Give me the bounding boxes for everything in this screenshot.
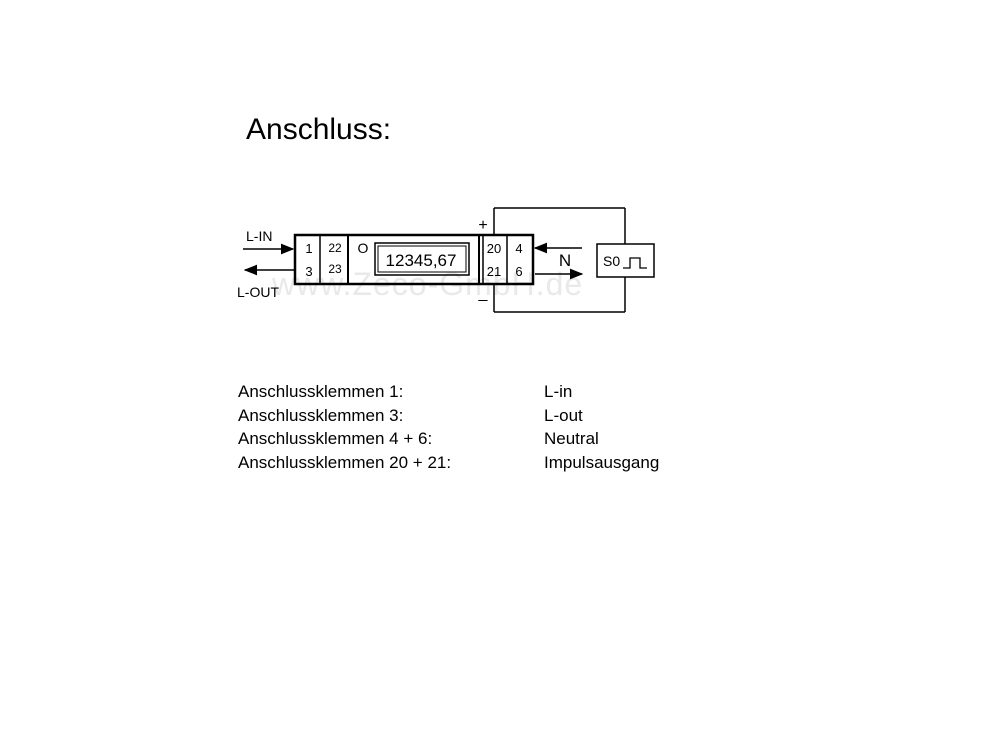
s0-label: S0 (603, 253, 620, 269)
legend-term: Anschlussklemmen 3: (238, 405, 404, 425)
legend-value: Neutral (544, 429, 599, 448)
terminal-6: 6 (515, 264, 522, 279)
terminal-20: 20 (487, 241, 501, 256)
minus-sign: _ (478, 285, 489, 302)
legend-value: L-out (544, 405, 583, 425)
display-frame (374, 242, 470, 276)
legend-term: Anschlussklemmen 4 + 6: (238, 429, 433, 448)
display-inner (377, 245, 467, 273)
legend-value: Impulsausgang (544, 452, 660, 472)
legend-term: Anschlussklemmen 20 + 21: (238, 452, 452, 472)
meter-body (293, 233, 535, 286)
terminal-4: 4 (515, 241, 522, 256)
page-title: Anschluss: (246, 113, 392, 146)
terminal-3: 3 (305, 264, 312, 279)
display-value: 12345,67 (386, 251, 457, 270)
l-in-label: L-IN (246, 228, 272, 244)
indicator-led: O (358, 240, 369, 256)
terminal-22: 22 (328, 241, 342, 255)
terminal-21: 21 (487, 264, 501, 279)
terminal-1: 1 (305, 241, 312, 256)
legend-term: Anschlussklemmen 1: (238, 382, 404, 401)
terminal-23: 23 (328, 262, 342, 276)
neutral-label: N (559, 251, 571, 270)
s0-counter-box (596, 243, 655, 278)
plus-sign: + (478, 217, 487, 234)
l-out-label: L-OUT (237, 284, 279, 300)
pulse-icon (623, 257, 647, 269)
legend-value: L-in (544, 382, 573, 401)
